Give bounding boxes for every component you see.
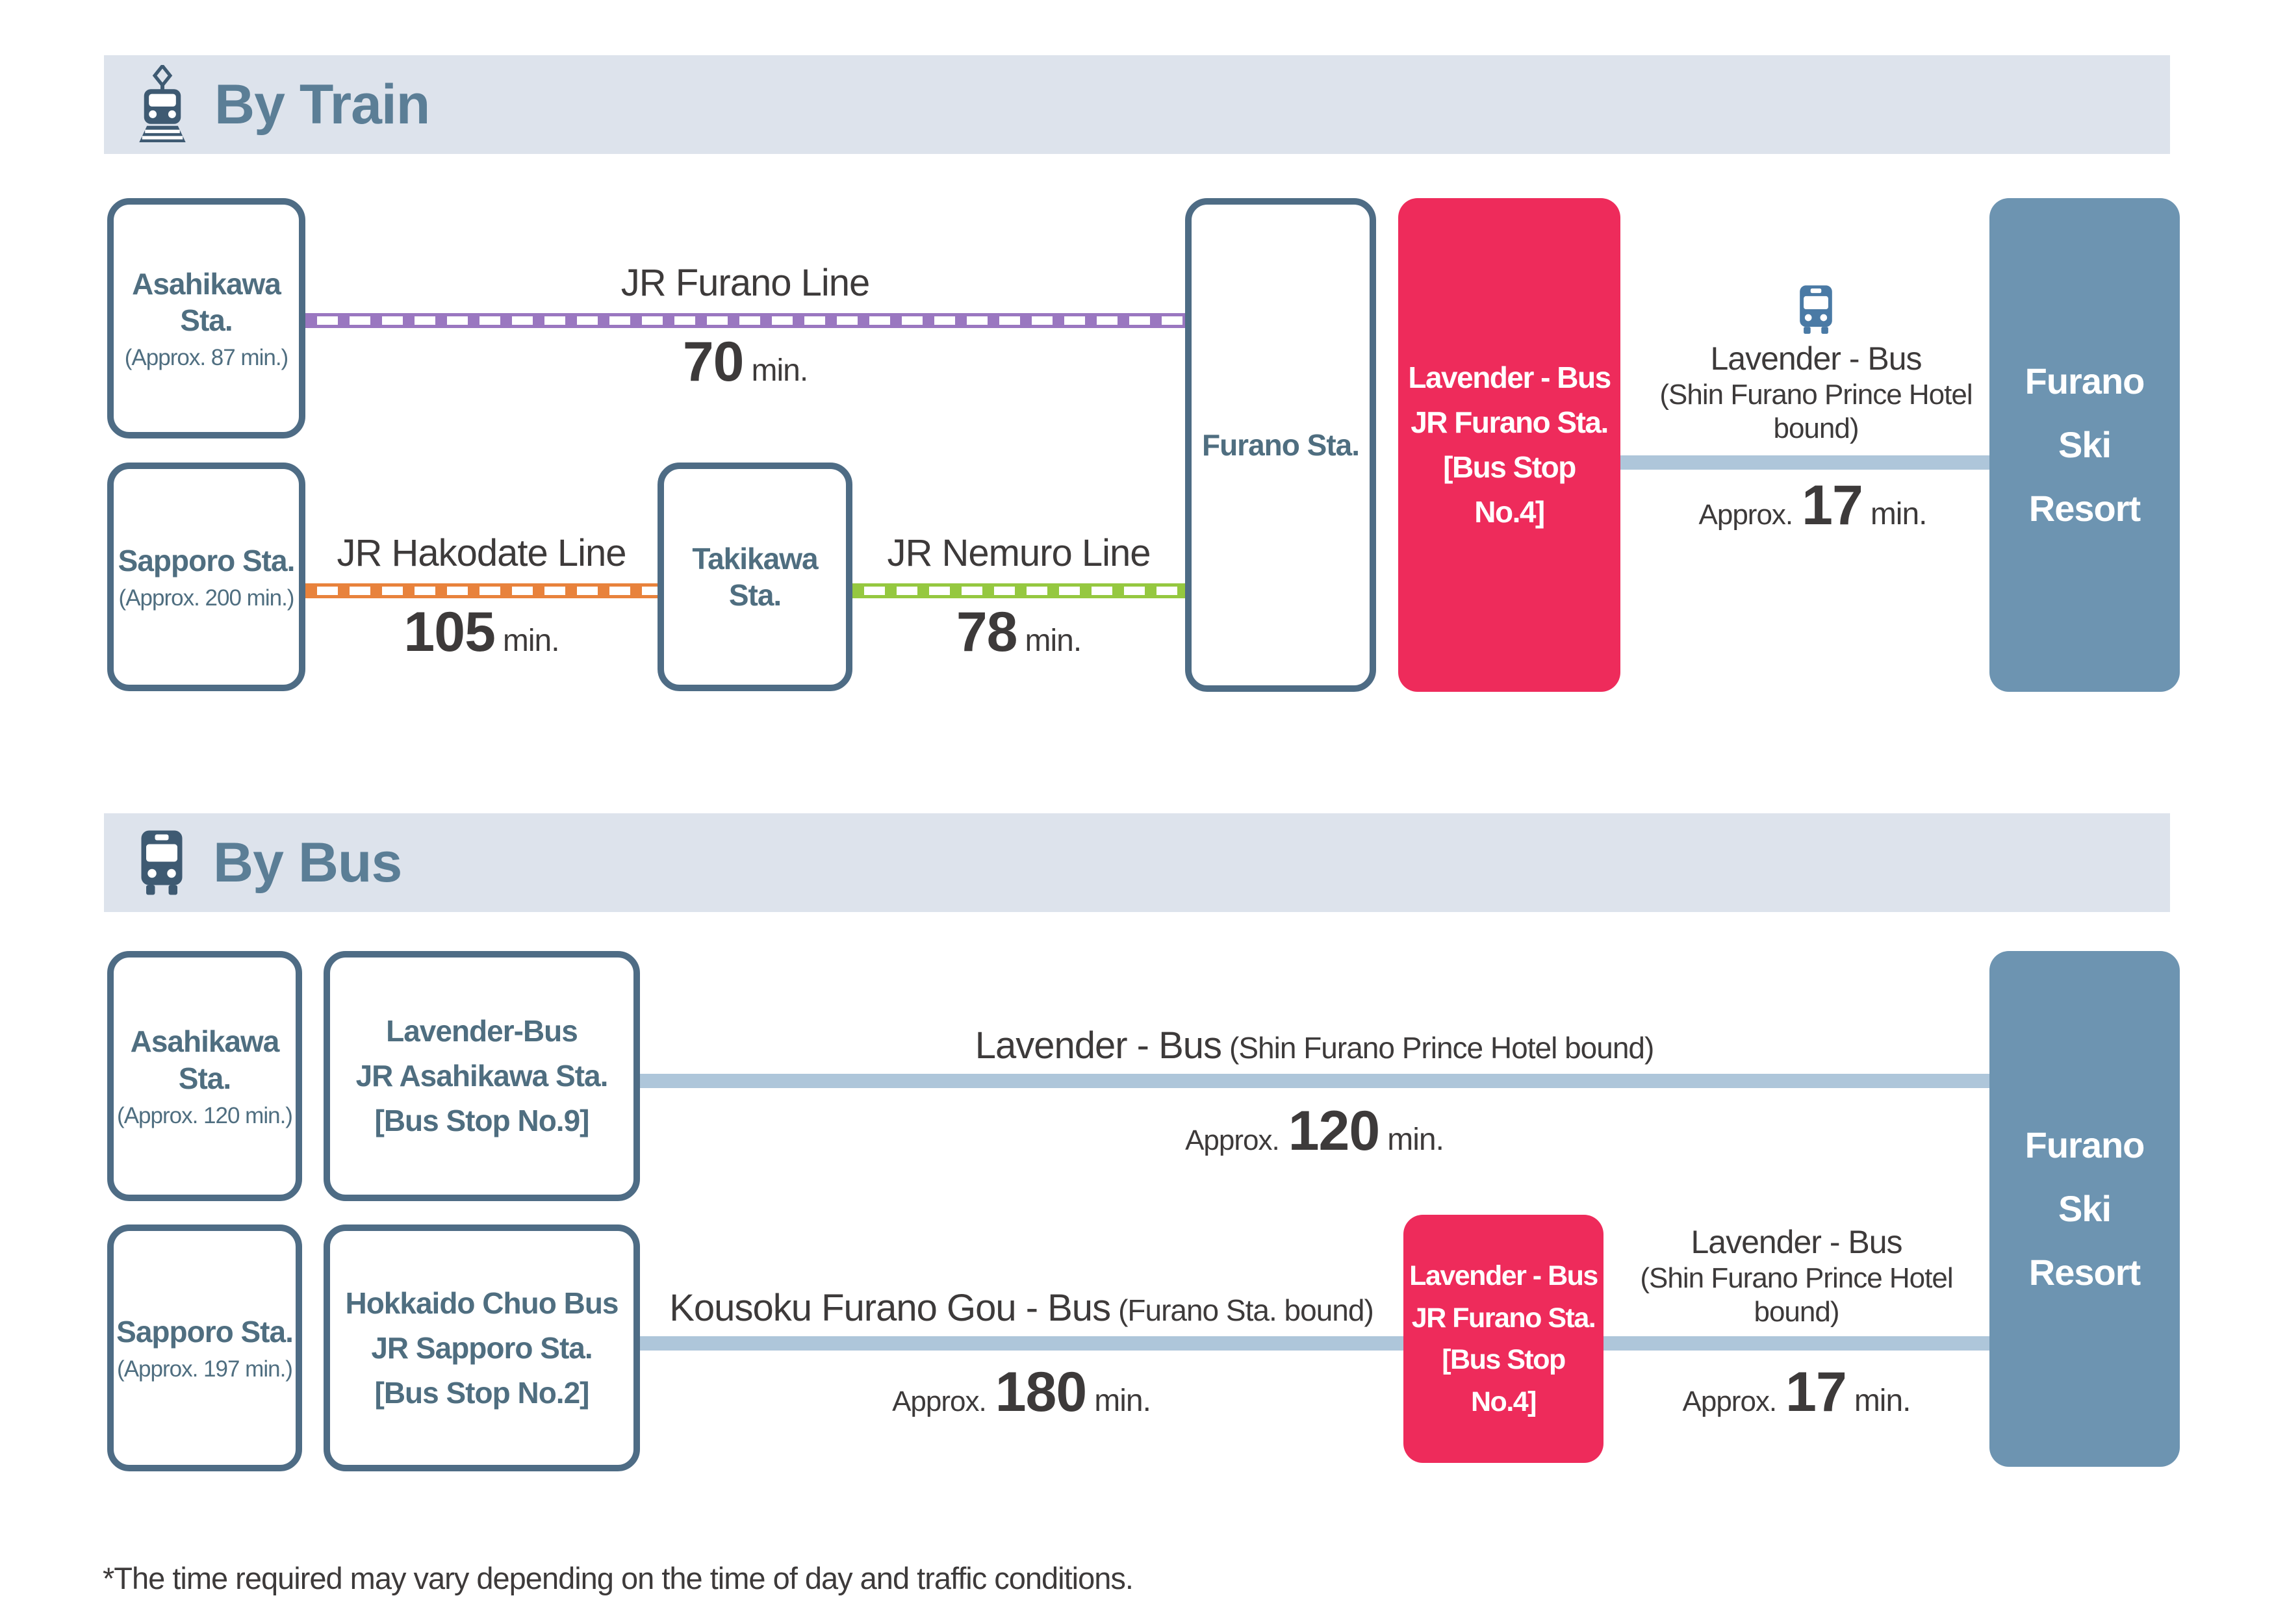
resort-line: Ski	[2058, 424, 2112, 465]
kousoku-route-line	[640, 1336, 1403, 1351]
transfer-line: Lavender - Bus	[1408, 361, 1611, 394]
sapporo-bus-stop-box: Hokkaido Chuo Bus JR Sapporo Sta. [Bus S…	[324, 1224, 640, 1471]
route-bound: (Shin Furano Prince Hotel bound)	[1229, 1031, 1654, 1065]
station-name: Takikawa Sta.	[692, 541, 818, 612]
stop-name: Hokkaido Chuo Bus JR Sapporo Sta. [Bus S…	[345, 1286, 619, 1410]
shuttle-bus-line-train	[1620, 455, 1989, 470]
station-approx: (Approx. 87 min.)	[124, 345, 288, 371]
jr-hakodate-line-track	[305, 583, 658, 598]
by-bus-header-bar: By Bus	[104, 813, 2170, 912]
transfer-line: [Bus Stop	[1442, 1344, 1566, 1375]
minutes-value: 180	[995, 1361, 1087, 1423]
station-name: Furano Sta.	[1201, 427, 1360, 462]
transfer-line: Lavender - Bus	[1409, 1260, 1598, 1291]
transfer-line: No.4]	[1474, 495, 1545, 529]
shuttle-bound: bound)	[1754, 1296, 1839, 1328]
minutes-approx: Approx.	[892, 1386, 987, 1417]
takikawa-station-box: Takikawa Sta.	[658, 463, 852, 691]
by-train-title: By Train	[214, 73, 430, 136]
jr-furano-line-label: JR Furano Line	[620, 262, 871, 304]
route-name: Lavender - Bus	[975, 1024, 1222, 1067]
shuttle-bus-label-bus: Lavender - Bus (Shin Furano Prince Hotel…	[1640, 1223, 1953, 1329]
by-train-header-bar: By Train	[104, 55, 2170, 154]
shuttle-bus-label-train: Lavender - Bus (Shin Furano Prince Hotel…	[1659, 339, 1973, 446]
route-name: Kousoku Furano Gou - Bus	[669, 1287, 1111, 1329]
route-bound: (Furano Sta. bound)	[1118, 1293, 1374, 1327]
station-approx: (Approx. 120 min.)	[117, 1102, 293, 1128]
minutes-value: 17	[1802, 474, 1863, 537]
shuttle-name: Lavender - Bus	[1691, 1224, 1902, 1260]
kousoku-route-label: Kousoku Furano Gou - Bus(Furano Sta. bou…	[669, 1286, 1374, 1330]
sapporo-station-box-bus: Sapporo Sta. (Approx. 197 min.)	[107, 1224, 302, 1471]
minutes-value: 17	[1785, 1361, 1847, 1423]
transfer-line: JR Furano Sta.	[1411, 1302, 1596, 1334]
minutes-approx: Approx.	[1682, 1386, 1778, 1417]
jr-nemuro-line-track	[852, 583, 1185, 598]
minutes-value: 105	[403, 601, 495, 663]
transfer-line: No.4]	[1471, 1386, 1537, 1417]
jr-hakodate-line-label: JR Hakodate Line	[337, 532, 626, 574]
shuttle-bound: bound)	[1773, 412, 1859, 444]
shuttle-bus-line-bus	[1603, 1336, 1989, 1351]
bus-icon	[1800, 285, 1832, 334]
transfer-line: JR Furano Sta.	[1411, 405, 1609, 439]
lavender-bus-stop-box-bus: Lavender - Bus JR Furano Sta. [Bus Stop …	[1403, 1215, 1603, 1463]
resort-line: Ski	[2058, 1188, 2112, 1229]
resort-line: Furano	[2025, 361, 2145, 401]
lavender-bus-route-label: Lavender - Bus(Shin Furano Prince Hotel …	[975, 1024, 1655, 1067]
station-name: Sapporo Sta.	[118, 543, 296, 577]
transfer-line: [Bus Stop	[1443, 450, 1576, 484]
furano-station-box: Furano Sta.	[1185, 198, 1376, 692]
shuttle-name: Lavender - Bus	[1710, 340, 1922, 377]
furano-ski-resort-box-train: Furano Ski Resort	[1989, 198, 2180, 692]
minutes-unit: min.	[1094, 1384, 1151, 1418]
asahikawa-bus-stop-box: Lavender-Bus JR Asahikawa Sta. [Bus Stop…	[324, 951, 640, 1201]
shuttle-bound: (Shin Furano Prince Hotel	[1640, 1262, 1953, 1294]
resort-line: Resort	[2028, 1252, 2141, 1293]
train-icon	[139, 65, 186, 143]
resort-line: Furano	[2025, 1124, 2145, 1165]
minutes-unit: min.	[1025, 624, 1082, 658]
resort-line: Resort	[2028, 488, 2141, 529]
by-bus-title: By Bus	[213, 831, 402, 894]
minutes-unit: min.	[751, 353, 808, 388]
furano-ski-resort-box-bus: Furano Ski Resort	[1989, 951, 2180, 1467]
shuttle-bound: (Shin Furano Prince Hotel	[1659, 379, 1973, 411]
lavender-bus-route-line	[640, 1074, 1989, 1088]
footnote: *The time required may vary depending on…	[103, 1561, 1134, 1595]
minutes-value: 78	[956, 601, 1018, 663]
station-name: Sapporo Sta.	[116, 1314, 294, 1349]
minutes-unit: min.	[1854, 1384, 1911, 1418]
station-approx: (Approx. 197 min.)	[117, 1356, 293, 1382]
bus-icon	[141, 830, 183, 895]
minutes-value: 120	[1288, 1100, 1380, 1162]
minutes-value: 70	[682, 331, 745, 393]
jr-nemuro-line-label: JR Nemuro Line	[887, 532, 1151, 574]
minutes-unit: min.	[1870, 497, 1928, 531]
stop-name: Lavender-Bus JR Asahikawa Sta. [Bus Stop…	[355, 1014, 609, 1137]
minutes-unit: min.	[502, 624, 560, 658]
sapporo-station-box-train: Sapporo Sta. (Approx. 200 min.)	[107, 463, 305, 691]
jr-furano-line-track	[305, 313, 1185, 328]
minutes-unit: min.	[1387, 1123, 1444, 1157]
minutes-approx: Approx.	[1698, 499, 1794, 531]
station-approx: (Approx. 200 min.)	[118, 585, 295, 611]
minutes-approx: Approx.	[1185, 1124, 1280, 1156]
lavender-bus-stop-box-train: Lavender - Bus JR Furano Sta. [Bus Stop …	[1398, 198, 1620, 692]
